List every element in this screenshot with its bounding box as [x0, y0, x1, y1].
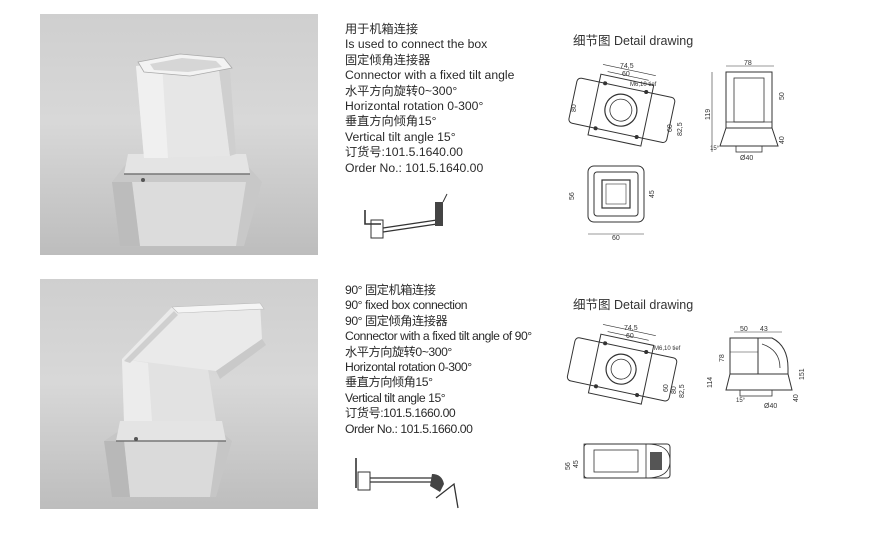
dim-label: 15° — [736, 398, 746, 404]
product-description-1: 用于机箱连接 Is used to connect the box 固定倾角连接… — [345, 22, 514, 176]
dim-label: 80 — [671, 386, 678, 394]
desc-line: Horizontal rotation 0-300° — [345, 359, 472, 374]
detail-title-1: 细节图 Detail drawing — [573, 34, 694, 48]
product-description-2: 90° 固定机箱连接 90° fixed box connection 90° … — [345, 283, 532, 437]
dim-label: Ø40 — [740, 155, 753, 162]
desc-line: 订货号:101.5.1660.00 — [345, 406, 456, 421]
desc-line: 订货号:101.5.1640.00 — [345, 145, 463, 160]
dim-label: 60 — [622, 71, 630, 78]
dim-label: 119 — [705, 109, 712, 120]
dim-label: M6,10 tief — [654, 346, 681, 352]
dim-label: 50 — [740, 326, 748, 333]
dim-label: 60 — [667, 124, 674, 132]
product-photo-1 — [40, 14, 318, 255]
dim-label: 60 — [626, 333, 634, 340]
desc-line: 用于机箱连接 — [345, 22, 419, 36]
dim-label: M6,10 tief — [630, 82, 657, 88]
desc-line: 固定倾角连接器 — [345, 52, 431, 67]
desc-line: Order No.: 101.5.1640.00 — [345, 160, 484, 175]
dim-label: 56 — [569, 192, 576, 200]
side-view-drawing-2: 50 43 78 114 151 40 15° Ø40 — [707, 326, 806, 410]
dim-label: 74,5 — [624, 325, 638, 332]
product-photo-2 — [40, 279, 318, 509]
dim-label: 74,5 — [620, 63, 634, 70]
desc-line: Order No.: 101.5.1660.00 — [345, 421, 473, 436]
dim-label: 82,5 — [677, 122, 684, 136]
desc-line: 水平方向旋转0~300° — [345, 83, 458, 98]
desc-line: 垂直方向倾角15° — [345, 114, 437, 129]
bottom-view-drawing-1: 56 45 60 — [569, 165, 656, 242]
dim-label: 151 — [799, 368, 806, 380]
desc-line: Vertical tilt angle 15° — [345, 129, 456, 144]
desc-line: Vertical tilt angle 15° — [345, 390, 446, 405]
dim-label: 40 — [793, 394, 800, 402]
dim-label: 43 — [760, 326, 768, 333]
dim-label: 60 — [612, 235, 620, 242]
dim-label: 15° — [710, 146, 720, 152]
dim-label: 40 — [779, 136, 786, 144]
desc-line: Is used to connect the box — [345, 37, 488, 52]
dim-label: 50 — [779, 92, 786, 100]
desc-line: 90° 固定机箱连接 — [345, 283, 436, 297]
top-view-drawing-2: 74,5 60 M6,10 tief 60 80 82,5 — [566, 324, 686, 405]
desc-line: 垂直方向倾角15° — [345, 375, 433, 390]
desc-line: 90° 固定倾角连接器 — [345, 313, 448, 328]
desc-line: Horizontal rotation 0-300° — [345, 98, 484, 113]
dim-label: 45 — [649, 190, 656, 198]
dim-label: Ø40 — [764, 403, 777, 410]
dim-label: 45 — [573, 460, 580, 468]
dim-label: 78 — [719, 354, 726, 362]
desc-line: Connector with a fixed tilt angle — [345, 68, 515, 83]
top-view-drawing-1: 74,5 60 M6,10 tief 80 60 82,5 — [568, 63, 684, 147]
dim-label: 80 — [571, 104, 578, 112]
dim-label: 78 — [744, 60, 752, 67]
dim-label: 56 — [565, 462, 572, 470]
desc-line: Connector with a fixed tilt angle of 90° — [345, 329, 532, 344]
side-view-drawing-1: 78 119 50 40 15° Ø40 — [705, 60, 786, 162]
mounting-sketch-2 — [355, 458, 459, 509]
desc-line: 水平方向旋转0~300° — [345, 344, 452, 359]
desc-line: 90° fixed box connection — [345, 298, 468, 313]
dim-label: 82,5 — [679, 384, 686, 398]
dim-label: 114 — [707, 377, 714, 388]
dim-label: 60 — [663, 384, 670, 392]
bottom-view-drawing-2: 56 45 — [565, 443, 671, 479]
detail-title-2: 细节图 Detail drawing — [573, 298, 694, 312]
mounting-sketch-1 — [364, 193, 448, 239]
